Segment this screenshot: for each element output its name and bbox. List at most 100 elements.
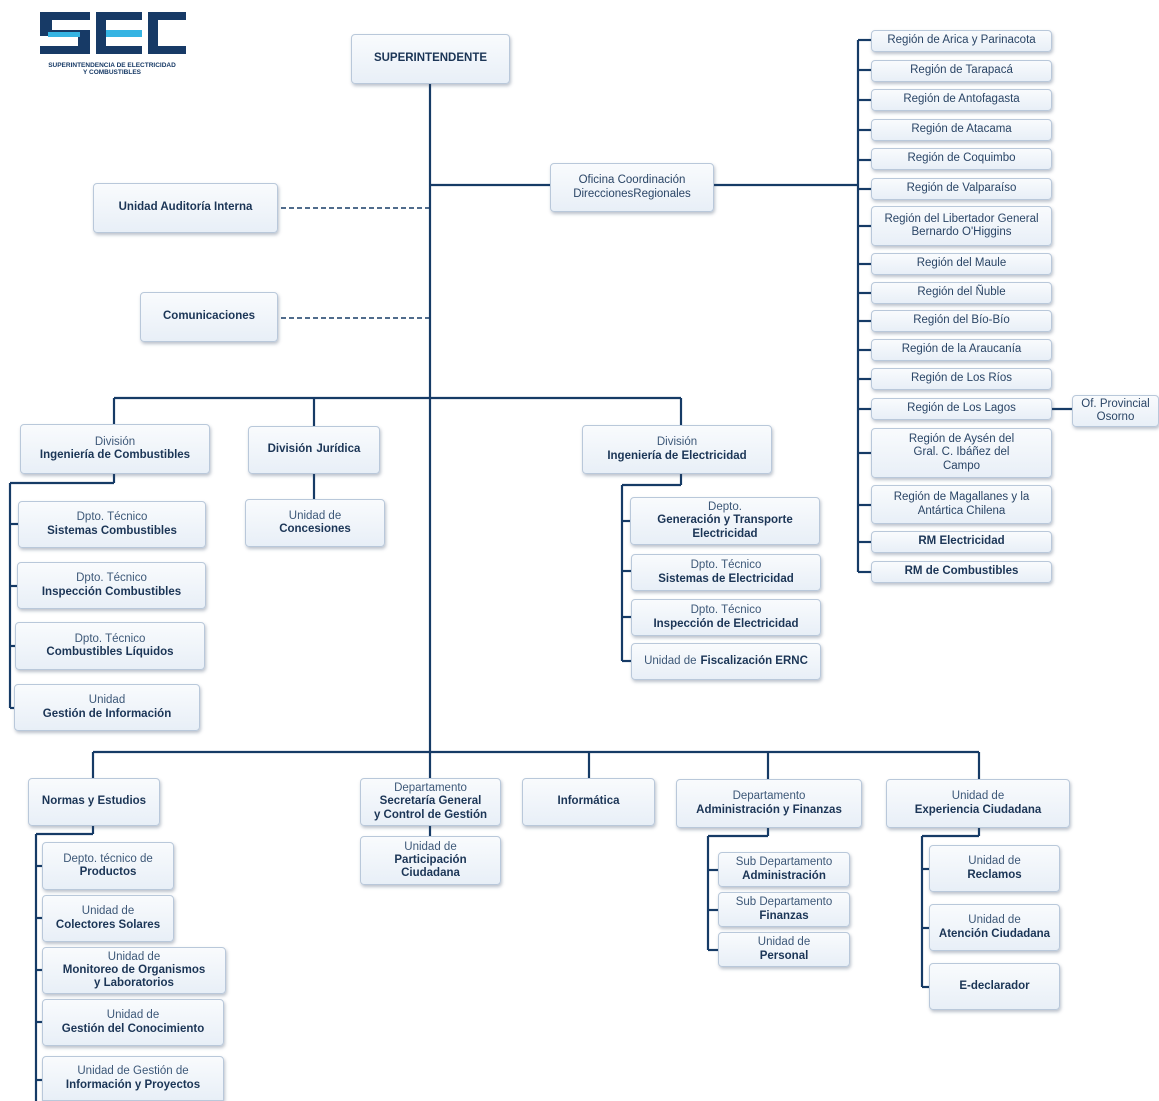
region-box[interactable]: RM de Combustibles	[871, 561, 1052, 583]
experiencia-child-box[interactable]: Unidad de Atención Ciudadana	[929, 904, 1060, 951]
logo-subtitle-line1: SUPERINTENDENCIA DE ELECTRICIDAD	[48, 62, 176, 69]
unit-label: Combustibles Líquidos	[46, 646, 174, 658]
experiencia-child-box[interactable]: E-declarador	[929, 963, 1060, 1010]
combustibles-child-box[interactable]: Dpto. Técnico Sistemas Combustibles	[18, 501, 206, 548]
unit-label: Gestión de Información	[42, 707, 172, 720]
combustibles-child-box[interactable]: Dpto. Técnico Combustibles Líquidos	[15, 622, 205, 670]
auditoria-box[interactable]: Unidad Auditoría Interna	[93, 183, 278, 233]
unit-label: Concesiones	[279, 523, 351, 535]
normas-child-box[interactable]: Depto. técnico de Productos	[42, 842, 174, 890]
electricidad-child-box[interactable]: Dpto. Técnico Sistemas de Electricidad	[631, 554, 821, 591]
unit-label: Depto.	[708, 501, 742, 514]
division-label-line1: División	[267, 443, 313, 456]
osorno-label: Osorno	[1096, 411, 1135, 423]
unit-label: Departamento	[732, 790, 806, 803]
admin-child-box[interactable]: Sub Departamento Administración	[718, 852, 850, 887]
unit-label: Dpto. Técnico	[690, 559, 762, 572]
oficina-osorno-box[interactable]: Of. Provincial Osorno	[1072, 395, 1159, 427]
normas-child-box[interactable]: Unidad de Colectores Solares	[42, 895, 174, 942]
region-box[interactable]: Región del Maule	[871, 253, 1052, 275]
region-box[interactable]: Región de Coquimbo	[871, 148, 1052, 170]
unit-label: Electricidad	[692, 527, 758, 540]
superintendente-box[interactable]: SUPERINTENDENTE	[351, 34, 510, 84]
division-juridica-box[interactable]: División Jurídica	[248, 426, 380, 474]
informatica-box[interactable]: Informática	[522, 778, 655, 826]
unit-label: Productos	[79, 866, 137, 878]
comunicaciones-box[interactable]: Comunicaciones	[140, 292, 278, 342]
normas-label: Normas y Estudios	[41, 795, 147, 808]
unit-label: Monitoreo de Organismos	[62, 963, 206, 976]
admin-child-box[interactable]: Unidad de Personal	[718, 932, 850, 967]
unit-label: Unidad de	[968, 855, 1021, 868]
unit-label: Unidad de	[107, 950, 161, 963]
region-label: Región de Arica y Parinacota	[887, 34, 1036, 47]
unit-label: Sistemas Combustibles	[47, 524, 177, 537]
unit-label: Unidad de	[81, 905, 135, 918]
division-electricidad-box[interactable]: División Ingeniería de Electricidad	[582, 425, 772, 474]
normas-estudios-box[interactable]: Normas y Estudios	[28, 778, 160, 826]
division-label-line2: Ingeniería de Electricidad	[607, 449, 747, 462]
unit-label: Sub Departamento	[735, 856, 833, 869]
concesiones-box[interactable]: Unidad de Concesiones	[245, 499, 385, 547]
unit-label: Dpto. Técnico	[76, 511, 148, 524]
region-box[interactable]: Región de la Araucanía	[871, 339, 1052, 361]
region-label: Región del Maule	[916, 257, 1007, 270]
region-box[interactable]: Región del Ñuble	[871, 282, 1052, 304]
administracion-finanzas-box[interactable]: Departamento Administración y Finanzas	[676, 779, 862, 828]
unit-label: Colectores Solares	[55, 918, 161, 931]
region-label: Región de Atacama	[911, 123, 1012, 136]
region-label: Región de Aysén del	[908, 433, 1015, 446]
region-label: Región de Tarapacá	[910, 64, 1013, 77]
oficina-label-line2: DireccionesRegionales	[573, 187, 691, 200]
combustibles-child-box[interactable]: Dpto. Técnico Inspección Combustibles	[17, 562, 206, 609]
normas-child-box[interactable]: Unidad de Gestión de Información y Proye…	[42, 1056, 224, 1101]
region-label: RM Electricidad	[918, 535, 1005, 548]
electricidad-child-box[interactable]: Unidad de Fiscalización ERNC	[631, 643, 821, 680]
region-box[interactable]: Región de Valparaíso	[871, 178, 1052, 200]
unit-label: Experiencia Ciudadana	[914, 803, 1042, 816]
region-box[interactable]: Región de Arica y Parinacota	[871, 30, 1052, 52]
region-box[interactable]: Región de Aysén del Gral. C. Ibáñez del …	[871, 428, 1052, 478]
unit-label: Unidad de Gestión de	[77, 1065, 189, 1078]
region-label: Antártica Chilena	[917, 504, 1006, 517]
division-combustibles-box[interactable]: División Ingeniería de Combustibles	[20, 424, 210, 474]
region-box[interactable]: Región de Atacama	[871, 119, 1052, 141]
normas-child-box[interactable]: Unidad de Monitoreo de Organismos y Labo…	[42, 947, 226, 994]
unit-label: Generación y Transporte	[657, 514, 793, 527]
unit-label: Reclamos	[967, 868, 1022, 881]
region-box[interactable]: Región de Los Lagos	[871, 398, 1052, 420]
admin-child-box[interactable]: Sub Departamento Finanzas	[718, 892, 850, 927]
region-label: Región de Magallanes y la	[893, 491, 1030, 504]
unit-label: Personal	[759, 949, 809, 962]
unit-label: Información y Proyectos	[65, 1078, 201, 1091]
unit-label: Unidad de	[288, 509, 342, 522]
region-box[interactable]: Región de Tarapacá	[871, 60, 1052, 82]
unit-label: Gestión del Conocimiento	[61, 1022, 205, 1035]
combustibles-child-box[interactable]: Unidad Gestión de Información	[14, 684, 200, 731]
unit-label: Unidad de	[644, 654, 697, 667]
electricidad-child-box[interactable]: Depto. Generación y Transporte Electrici…	[630, 497, 820, 545]
electricidad-child-box[interactable]: Dpto. Técnico Inspección de Electricidad	[631, 599, 821, 636]
region-box[interactable]: Región de Los Ríos	[871, 368, 1052, 390]
unit-label: Sub Departamento	[735, 896, 833, 909]
region-box[interactable]: Región del Bío-Bío	[871, 310, 1052, 332]
experiencia-child-box[interactable]: Unidad de Reclamos	[929, 845, 1060, 892]
region-box[interactable]: Región de Antofagasta	[871, 89, 1052, 111]
region-box[interactable]: RM Electricidad	[871, 531, 1052, 553]
oficina-coordinacion-box[interactable]: Oficina Coordinación DireccionesRegional…	[550, 163, 714, 212]
secretaria-general-box[interactable]: Departamento Secretaría General y Contro…	[360, 778, 501, 826]
region-box[interactable]: Región del Libertador General Bernardo O…	[871, 206, 1052, 246]
unit-label: Inspección Combustibles	[41, 585, 182, 598]
normas-child-box[interactable]: Unidad de Gestión del Conocimiento	[42, 999, 224, 1046]
region-box[interactable]: Región de Magallanes y la Antártica Chil…	[871, 485, 1052, 524]
region-label: Gral. C. Ibáñez del	[913, 446, 1010, 459]
unit-label: Unidad de	[757, 936, 811, 949]
unit-label: Unidad de	[968, 914, 1021, 927]
region-label: Región del Libertador General	[884, 212, 1039, 225]
unit-label: Atención Ciudadana	[938, 927, 1051, 940]
auditoria-label: Unidad Auditoría Interna	[118, 201, 253, 214]
experiencia-ciudadana-box[interactable]: Unidad de Experiencia Ciudadana	[886, 779, 1070, 828]
unit-label: y Control de Gestión	[373, 808, 488, 821]
participacion-ciudadana-box[interactable]: Unidad de Participación Ciudadana	[360, 836, 501, 885]
region-label: Región de Los Lagos	[907, 402, 1016, 415]
